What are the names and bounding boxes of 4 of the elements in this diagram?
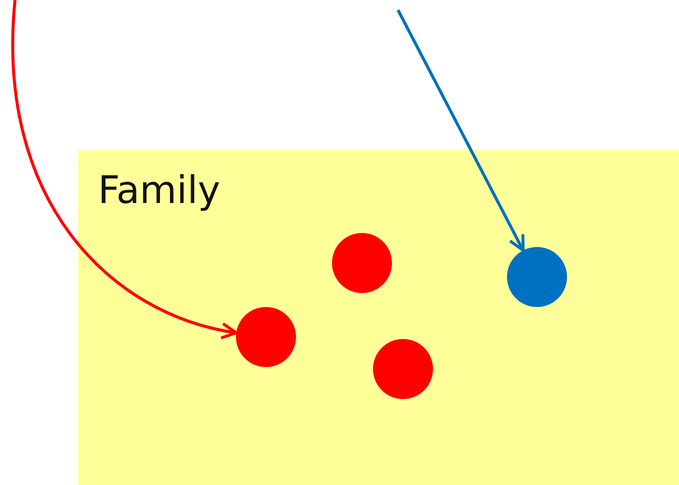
group-title: Family (98, 168, 220, 212)
group-panel (78, 150, 679, 485)
arrow (11, 0, 238, 338)
arrow (396, 9, 525, 252)
